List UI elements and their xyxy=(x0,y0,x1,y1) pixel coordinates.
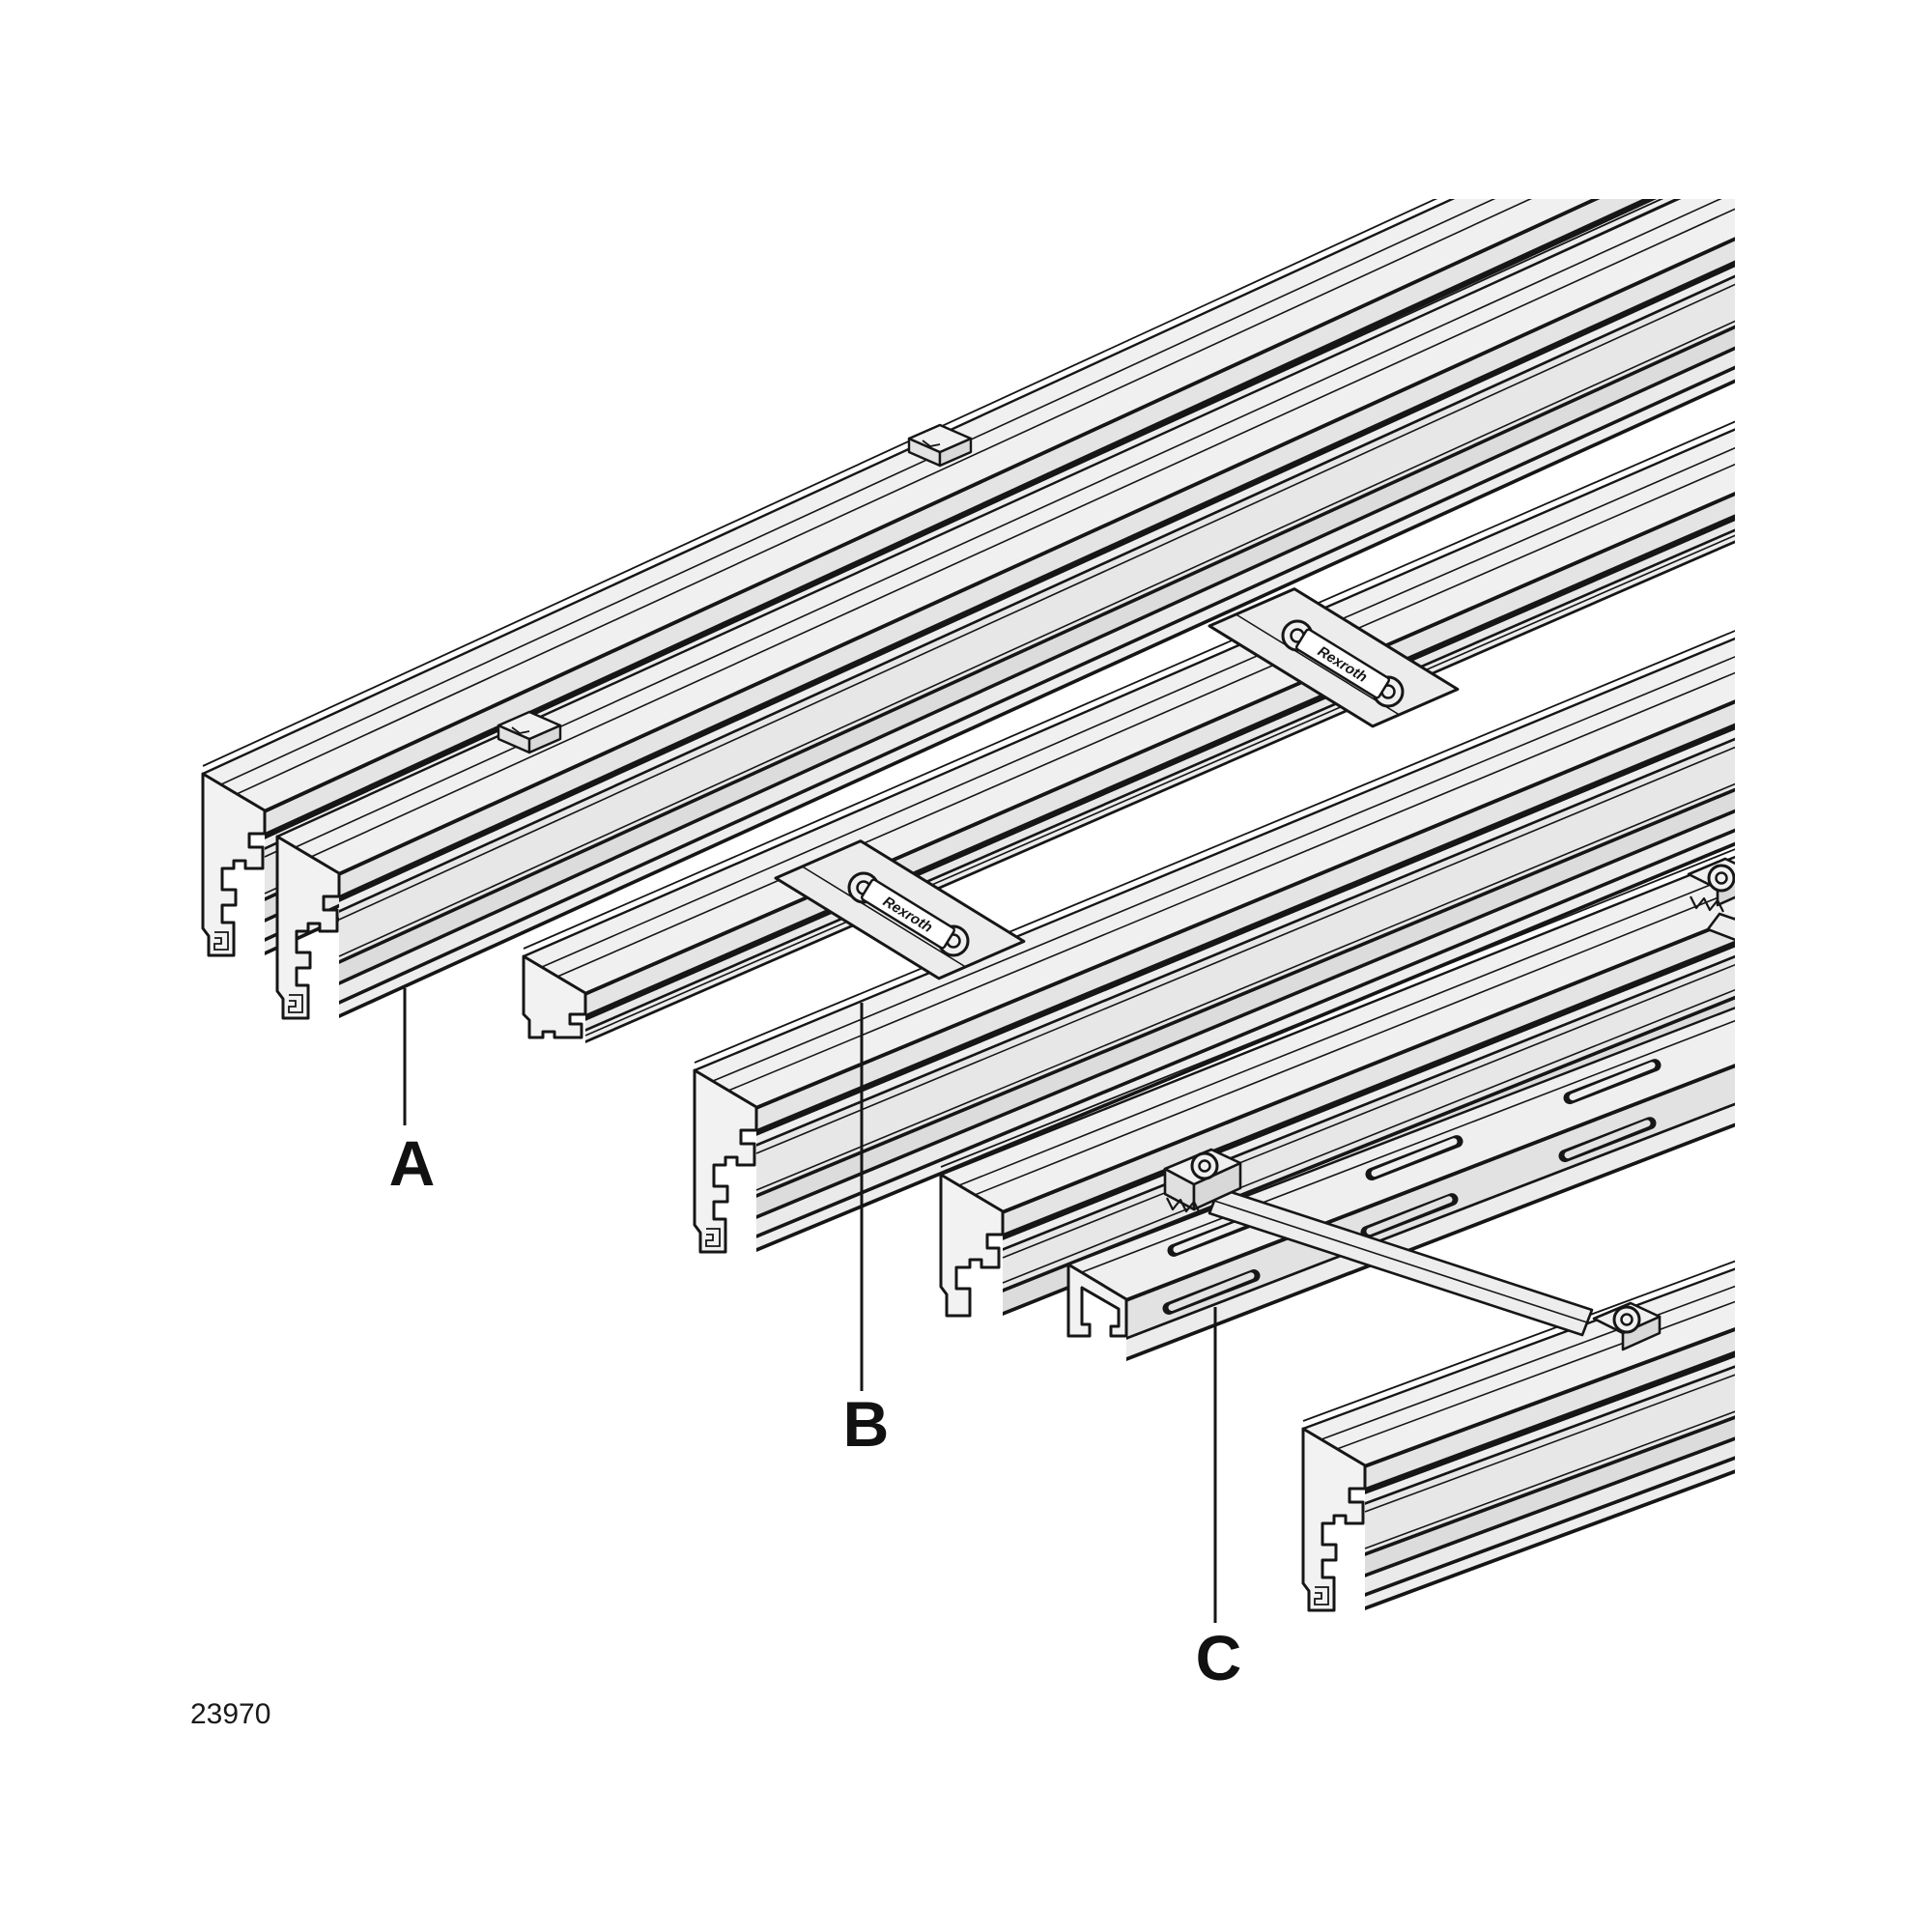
cross-strap xyxy=(1208,1186,1594,1337)
cross-strap-stub xyxy=(1706,912,1735,942)
part-label-a: A xyxy=(388,1127,437,1199)
cross-connector-plate-2: Rexroth xyxy=(1208,587,1460,728)
rail-c-front xyxy=(1301,1260,1735,1612)
clamp-connector-1 xyxy=(1163,1148,1242,1214)
figure-number: 23970 xyxy=(190,1698,271,1730)
part-label-b: B xyxy=(842,1388,891,1460)
clamp-connector-3 xyxy=(1687,857,1735,913)
slide-clip-2 xyxy=(907,423,973,468)
slide-clip-1 xyxy=(497,710,562,754)
rail-b-front xyxy=(693,630,1735,1254)
cross-connector-plate-1: Rexroth xyxy=(774,839,1026,980)
rail-a-front xyxy=(275,199,1735,1020)
part-label-c: C xyxy=(1195,1622,1243,1693)
rail-c-channel xyxy=(1066,1007,1735,1361)
clamp-connector-2 xyxy=(1592,1301,1662,1351)
